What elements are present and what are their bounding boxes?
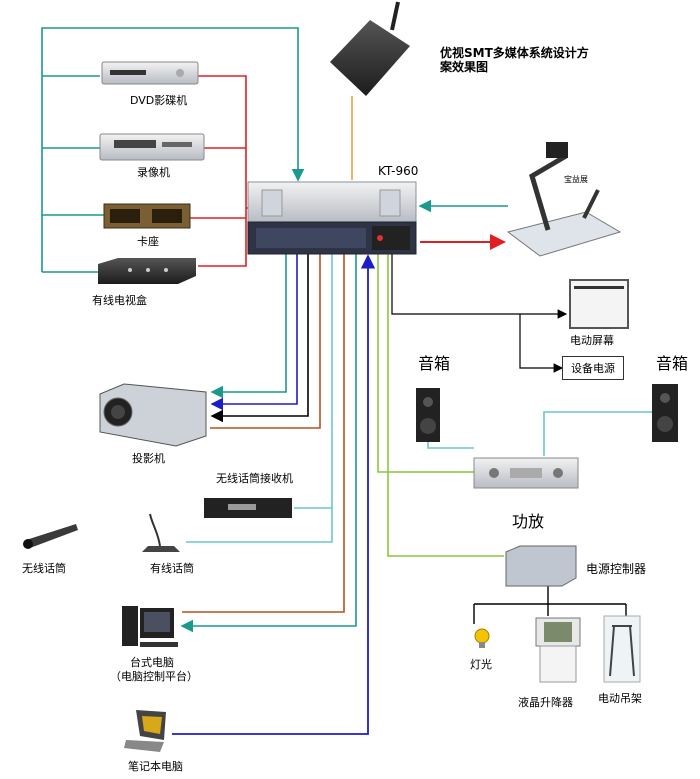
dvd-label: DVD影碟机 xyxy=(130,94,188,107)
control-lines xyxy=(391,252,568,373)
vcr-icon xyxy=(99,133,205,161)
speaker-right-icon xyxy=(652,384,678,442)
desktop-pc-note: （电脑控制平台） xyxy=(110,670,198,683)
power-tree xyxy=(473,586,627,624)
desktop-pc-label: 台式电脑 xyxy=(130,656,174,669)
diagram-title: 优视SMT多媒体系统设计方 案效果图 xyxy=(440,46,589,74)
projector-lines xyxy=(210,252,321,429)
wireless-transmitter-icon xyxy=(330,1,410,96)
wireless-receiver-icon xyxy=(204,498,292,518)
document-camera-icon xyxy=(506,142,622,257)
speaker-left-label: 音箱 xyxy=(418,354,451,373)
light-bulb-icon xyxy=(474,628,490,648)
wireless-mic-icon xyxy=(23,524,78,549)
motor-screen-label: 电动屏幕 xyxy=(570,334,614,347)
vcr-label: 录像机 xyxy=(137,166,170,179)
speaker-right-label: 音箱 xyxy=(656,354,689,373)
dvd-player-icon xyxy=(101,61,199,85)
cable-tv-box-icon xyxy=(98,258,196,284)
power-controller-icon xyxy=(505,545,577,587)
wired-mic-icon xyxy=(142,513,180,552)
lcd-lifter-icon xyxy=(535,617,581,683)
projector-icon xyxy=(99,383,207,447)
power-controller-label: 电源控制器 xyxy=(586,562,647,576)
laptop-icon xyxy=(124,710,166,752)
title-line-1: 优视SMT多媒体系统设计方 xyxy=(440,46,589,60)
cable-tv-label: 有线电视盒 xyxy=(92,294,147,307)
laptop-label: 笔记本电脑 xyxy=(128,760,183,773)
pc-lines xyxy=(180,252,357,633)
motor-hanger-label: 电动吊架 xyxy=(598,692,642,705)
lights-label: 灯光 xyxy=(470,658,492,671)
title-line-2: 案效果图 xyxy=(440,60,489,74)
laptop-line xyxy=(172,254,376,735)
lcd-lifter-label: 液晶升降器 xyxy=(518,696,573,709)
audio-lines xyxy=(377,252,663,557)
cassette-label: 卡座 xyxy=(137,235,159,248)
controller-kt960-icon xyxy=(247,181,417,255)
power-device-box: 设备电源 xyxy=(562,356,624,380)
wired-mic-label: 有线话筒 xyxy=(150,562,194,575)
cassette-deck-icon xyxy=(103,203,191,229)
motor-hanger-icon xyxy=(603,615,641,683)
visualizer-brand-label: 宝益展 xyxy=(564,175,588,184)
desktop-pc-icon xyxy=(122,606,178,647)
wireless-mic-label: 无线话筒 xyxy=(22,562,66,575)
motor-screen-icon xyxy=(569,279,629,329)
mic-lines xyxy=(186,252,333,543)
controller-model-label: KT-960 xyxy=(378,164,419,178)
speaker-left-icon xyxy=(416,388,440,442)
amplifier-label: 功放 xyxy=(512,512,545,531)
wireless-receiver-label: 无线话筒接收机 xyxy=(216,472,293,485)
projector-label: 投影机 xyxy=(132,452,165,465)
source-teal-bus xyxy=(41,27,305,273)
amplifier-icon xyxy=(473,457,579,489)
